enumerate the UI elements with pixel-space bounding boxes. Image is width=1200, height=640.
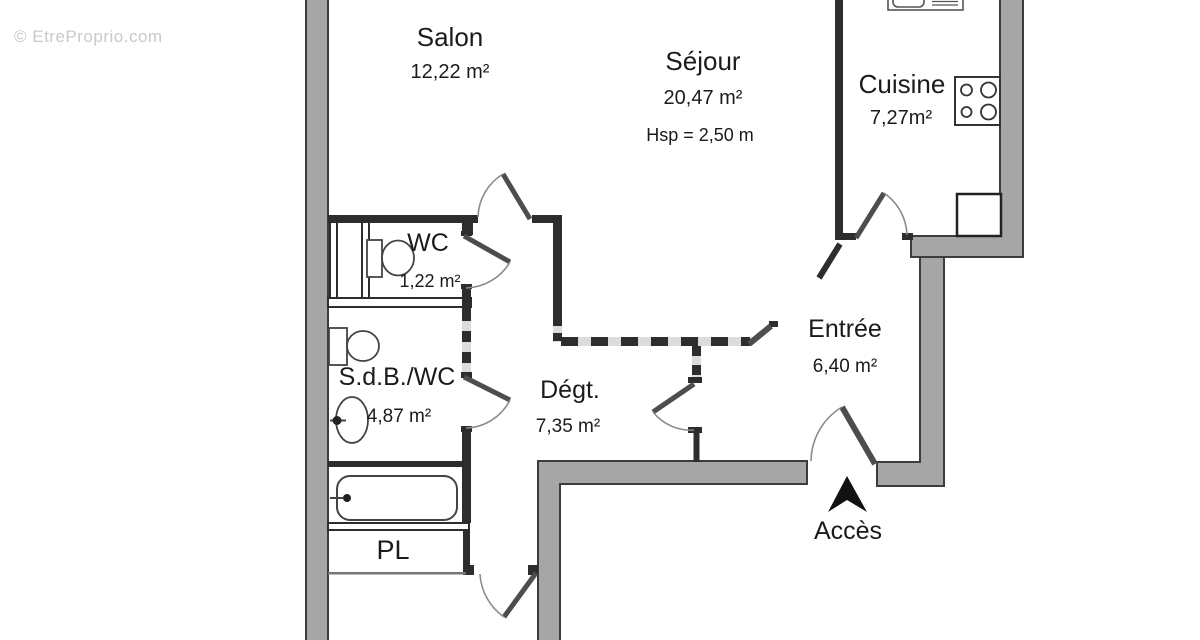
duct-shaft (955, 192, 1003, 238)
wall-left-outer (305, 0, 329, 640)
room-area-sejour: 20,47 m² (663, 87, 743, 109)
room-area-wc: 1,22 m² (399, 271, 461, 291)
watermark: © EtreProprio.com (14, 27, 163, 46)
room-label-sejour: Séjour (665, 46, 741, 76)
door-wc (462, 233, 512, 289)
access-arrow-icon (828, 476, 867, 512)
door-acces (810, 405, 878, 466)
room-label-entree: Entrée (808, 315, 882, 343)
washbasin-icon (330, 396, 369, 444)
fixtures (328, 0, 1003, 521)
room-area-salon: 12,22 m² (410, 61, 490, 83)
room-area-cuisine: 7,27m² (869, 107, 933, 129)
room-label-wc: WC (407, 229, 449, 257)
wall-bottom-main (537, 460, 808, 640)
access-label: Accès (813, 517, 883, 545)
toilet-sdb-icon (328, 327, 380, 366)
room-area-entree: 6,40 m² (812, 356, 878, 377)
room-area-sdb: 4,87 m² (366, 406, 432, 427)
room-label-salon: Salon (416, 22, 484, 52)
door-sdb (462, 374, 512, 429)
room-label-placard: PL (376, 535, 410, 565)
room-label-cuisine: Cuisine (858, 69, 946, 99)
bathtub-icon (330, 475, 458, 521)
kitchen-sink-icon (887, 0, 964, 11)
door-pl-area (479, 571, 539, 619)
room-label-degagement: Dégt. (540, 376, 600, 404)
room-area-degagement: 7,35 m² (535, 416, 601, 437)
door-degt-entree (651, 381, 696, 431)
door-salon-degt (477, 172, 533, 221)
outer-walls (305, 0, 1024, 640)
wall-entree-right (876, 256, 945, 487)
stove-icon (954, 76, 1001, 126)
room-note-sejour-height: Hsp = 2,50 m (646, 125, 754, 145)
room-label-sdb: S.d.B./WC (338, 363, 456, 391)
door-cuisine (853, 191, 908, 240)
doors (462, 172, 908, 619)
toilet-wc-icon (366, 239, 415, 278)
